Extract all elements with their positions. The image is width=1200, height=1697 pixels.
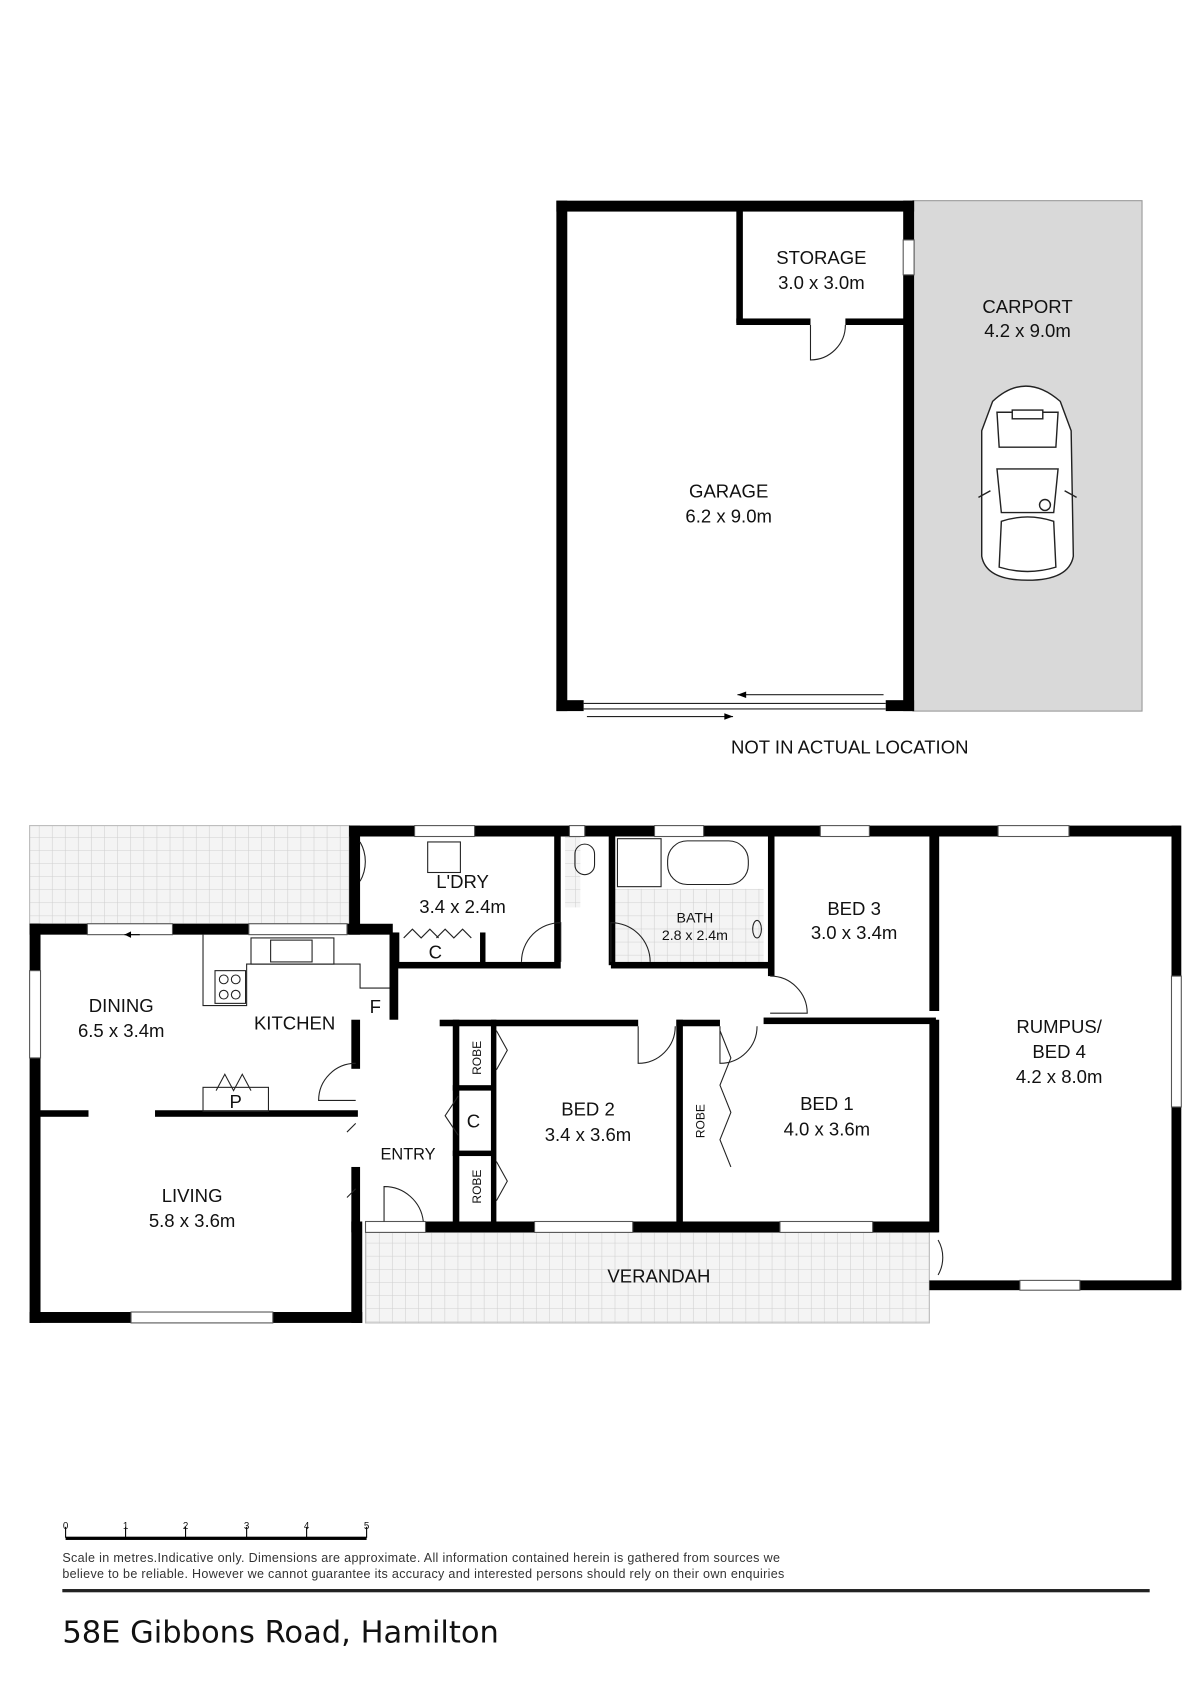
bed2-label: BED 2 <box>561 1099 615 1120</box>
scale-tick: 1 <box>123 1521 128 1532</box>
laundry-cupboard-label: C <box>429 942 442 963</box>
scale-tick: 3 <box>244 1521 250 1532</box>
storage-size: 3.0 x 3.0m <box>778 272 865 293</box>
bath-size: 2.8 x 2.4m <box>662 928 728 944</box>
fridge-label: F <box>370 996 381 1017</box>
door-swing <box>809 325 846 361</box>
toilet-icon <box>574 843 596 876</box>
robe-label: ROBE <box>694 1104 708 1138</box>
dining-size: 6.5 x 3.4m <box>78 1020 165 1041</box>
bed1-size: 4.0 x 3.6m <box>784 1118 871 1139</box>
hall-cupboard-label: C <box>467 1111 480 1132</box>
location-note: NOT IN ACTUAL LOCATION <box>731 737 969 758</box>
disclaimer-line-2: believe to be reliable. However we canno… <box>62 1567 784 1581</box>
rumpus-size: 4.2 x 8.0m <box>1016 1066 1103 1087</box>
robe-label: ROBE <box>470 1170 484 1204</box>
garage-size: 6.2 x 9.0m <box>685 505 772 526</box>
laundry-label: L'DRY <box>436 871 489 892</box>
entry-label: ENTRY <box>380 1145 435 1163</box>
patio-tiles <box>29 825 350 925</box>
sliding-garage-door <box>583 691 886 720</box>
garage-building: STORAGE 3.0 x 3.0m CARPORT 4.2 x 9.0m GA… <box>556 200 1143 758</box>
bed2-size: 3.4 x 3.6m <box>545 1124 632 1145</box>
scale-bar: 0 1 2 3 4 5 <box>63 1521 370 1540</box>
pantry-label: P <box>230 1091 242 1112</box>
bath-label: BATH <box>677 911 714 927</box>
rumpus-label-2: BED 4 <box>1032 1041 1086 1062</box>
garage-label: GARAGE <box>689 480 768 501</box>
disclaimer-line-1: Scale in metres.Indicative only. Dimensi… <box>62 1551 780 1565</box>
dining-label: DINING <box>89 995 154 1016</box>
rumpus-label: RUMPUS/ <box>1016 1016 1102 1037</box>
sink-icon <box>270 939 313 963</box>
scale-tick: 0 <box>63 1521 69 1532</box>
bed3-label: BED 3 <box>827 898 881 919</box>
scale-tick: 4 <box>304 1521 310 1532</box>
living-size: 5.8 x 3.6m <box>149 1210 236 1231</box>
scale-tick: 2 <box>183 1521 188 1532</box>
verandah-tiles <box>364 1231 930 1324</box>
fixtures <box>202 838 762 1112</box>
carport-size: 4.2 x 9.0m <box>984 320 1071 341</box>
divider <box>62 1589 1150 1593</box>
storage-label: STORAGE <box>776 247 866 268</box>
car-icon <box>978 385 1077 581</box>
kitchen-label: KITCHEN <box>254 1013 335 1034</box>
carport-label: CARPORT <box>982 296 1072 317</box>
shower-icon <box>616 838 662 888</box>
laundry-size: 3.4 x 2.4m <box>419 896 506 917</box>
robe-label: ROBE <box>470 1041 484 1075</box>
window <box>902 239 915 276</box>
house-plan: L'DRY 3.4 x 2.4m BATH 2.8 x 2.4m BED 3 3… <box>29 825 1182 1324</box>
tub-icon <box>427 841 461 874</box>
living-label: LIVING <box>162 1185 223 1206</box>
scale-tick: 5 <box>364 1521 370 1532</box>
bath-icon <box>667 840 749 886</box>
door-swings <box>215 841 944 1276</box>
bed3-size: 3.0 x 3.4m <box>811 922 898 943</box>
verandah-label: VERANDAH <box>607 1266 710 1287</box>
bed1-label: BED 1 <box>800 1093 854 1114</box>
property-address: 58E Gibbons Road, Hamilton <box>62 1615 499 1650</box>
cooktop-icon <box>214 970 247 1004</box>
